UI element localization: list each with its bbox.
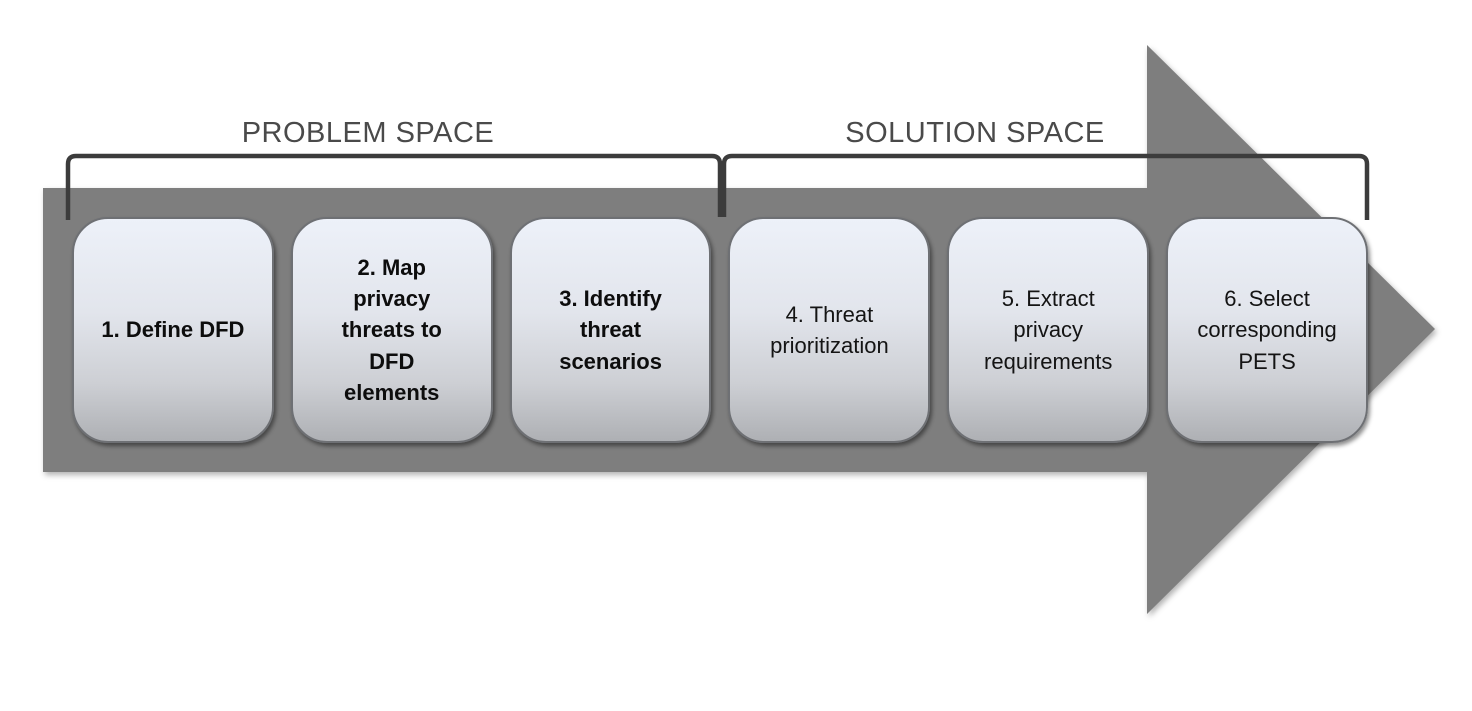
step-label-2: 2. Map privacy threats to DFD elements [341, 254, 442, 405]
step-label-5: 5. Extract privacy requirements [984, 286, 1113, 374]
step-box-1: 1. Define DFD [72, 217, 274, 443]
step-box-4: 4. Threat prioritization [728, 217, 931, 443]
steps-row: 1. Define DFD 2. Map privacy threats to … [72, 217, 1368, 443]
problem-space-bracket [65, 153, 723, 220]
step-label-4: 4. Threat prioritization [770, 301, 889, 358]
step-label-3: 3. Identify threat scenarios [559, 286, 662, 374]
step-box-3: 3. Identify threat scenarios [509, 217, 712, 443]
step-box-6: 6. Select corresponding PETS [1166, 217, 1368, 443]
step-label-1: 1. Define DFD [101, 317, 245, 343]
step-box-2: 2. Map privacy threats to DFD elements [290, 217, 493, 443]
solution-space-bracket [721, 153, 1370, 220]
solution-space-label: SOLUTION SPACE [845, 117, 1105, 149]
step-box-5: 5. Extract privacy requirements [947, 217, 1150, 443]
problem-space-label: PROBLEM SPACE [241, 117, 495, 149]
step-label-6: 6. Select corresponding PETS [1197, 286, 1337, 374]
